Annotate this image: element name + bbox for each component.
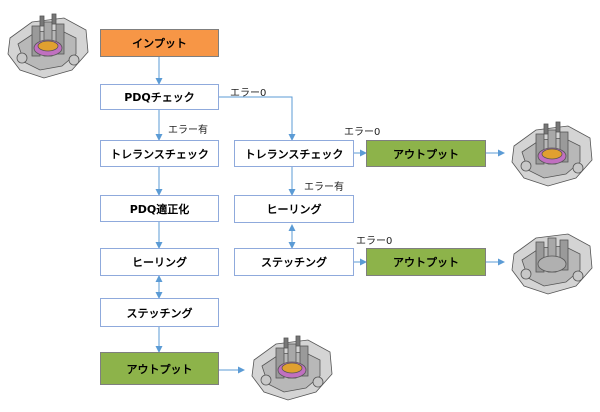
pdq-check-label: PDQチェック [124, 91, 195, 104]
tolerance-check-left-label: トレランスチェック [110, 147, 209, 161]
tolerance-check-left-box: トレランスチェック [100, 140, 219, 167]
edge-label-error-zero-2: エラー0 [344, 127, 381, 138]
output-3-box: アウトプット [100, 352, 219, 385]
tolerance-check-right-box: トレランスチェック [234, 140, 354, 167]
healing-left-label: ヒーリング [132, 256, 187, 269]
stitching-right-label: ステッチング [261, 256, 327, 269]
engine-part-image [511, 121, 593, 187]
output-2-label: アウトプット [393, 256, 459, 269]
pdq-fix-box: PDQ適正化 [100, 195, 219, 222]
arrow-pdq-tol-right [219, 96, 296, 141]
edge-label-error-exists-2: エラー有 [304, 182, 344, 193]
input-label: インプット [132, 37, 187, 50]
edge-label-error-zero-3: エラー0 [356, 236, 393, 247]
output-1-box: アウトプット [366, 140, 486, 167]
healing-right-label: ヒーリング [266, 203, 322, 216]
stitching-left-label: ステッチング [126, 306, 193, 320]
pdq-check-box: PDQチェック [100, 84, 219, 110]
engine-part-image [511, 233, 593, 295]
output-3-label: アウトプット [126, 362, 193, 376]
input-box: インプット [100, 29, 219, 57]
engine-part-image [251, 335, 333, 401]
healing-right-box: ヒーリング [234, 195, 354, 223]
stitching-right-box: ステッチング [234, 248, 354, 276]
edge-label-error-exists-1: エラー有 [168, 125, 208, 136]
pdq-fix-label: PDQ適正化 [129, 202, 190, 216]
engine-part-image [7, 13, 89, 79]
stitching-left-box: ステッチング [100, 298, 219, 327]
tolerance-check-right-label: トレランスチェック [244, 147, 344, 161]
edge-label-error-zero-1: エラー0 [230, 88, 267, 99]
output-2-box: アウトプット [366, 248, 486, 276]
output-1-label: アウトプット [393, 147, 459, 161]
healing-left-box: ヒーリング [100, 248, 219, 276]
